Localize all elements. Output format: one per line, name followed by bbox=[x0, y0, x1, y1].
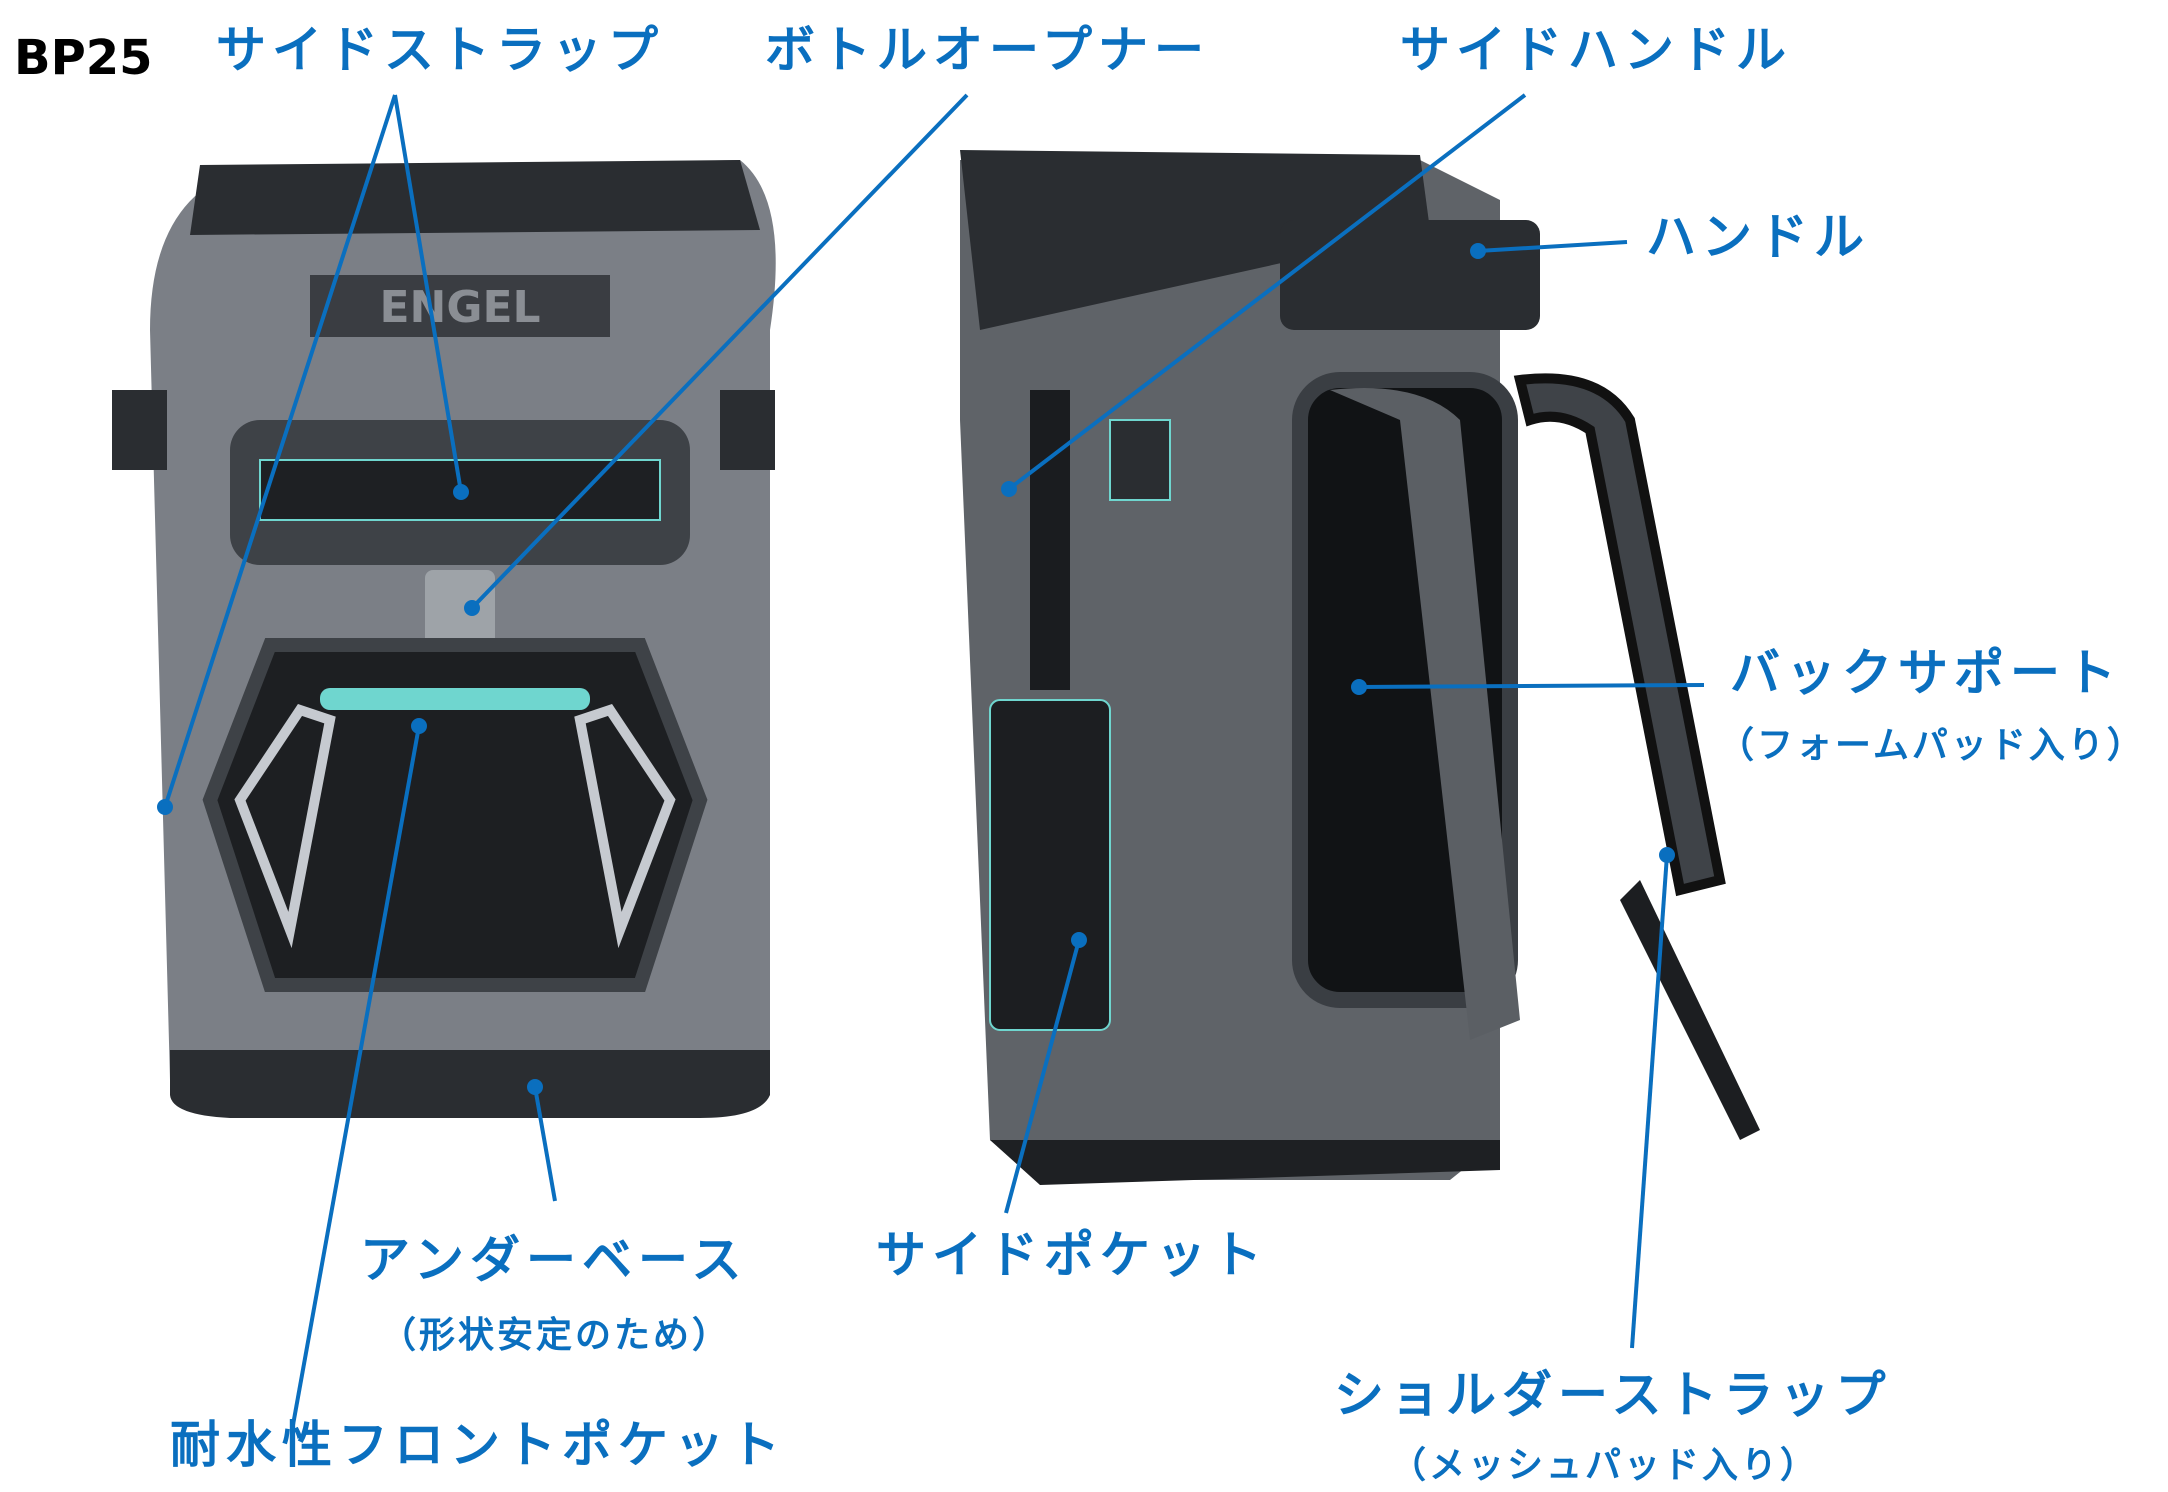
label-under-base-note: （形状安定のため） bbox=[380, 1315, 732, 1356]
label-back-support: バックサポート bbox=[1730, 644, 2122, 702]
label-under-base: アンダーベース bbox=[360, 1231, 748, 1289]
label-side-strap: サイドストラップ bbox=[216, 21, 664, 79]
leader-lines bbox=[157, 93, 1705, 1426]
label-side-handle: サイドハンドル bbox=[1400, 21, 1792, 79]
label-shoulder-strap: ショルダーストラップ bbox=[1334, 1366, 1892, 1424]
front-view-backpack: ENGEL bbox=[112, 160, 776, 1118]
brand-logo: ENGEL bbox=[379, 282, 540, 333]
back-view-backpack bbox=[960, 150, 1760, 1185]
label-handle: ハンドル bbox=[1646, 208, 1870, 266]
label-back-support-note: （フォームパッド入り） bbox=[1718, 725, 2146, 766]
label-shoulder-strap-note: （メッシュパッド入り） bbox=[1390, 1445, 1820, 1486]
label-bottle-opener: ボトルオープナー bbox=[765, 21, 1210, 79]
label-front-pocket: 耐水性フロントポケット bbox=[170, 1416, 786, 1474]
model-name: BP25 bbox=[14, 30, 153, 86]
label-side-pocket: サイドポケット bbox=[876, 1226, 1268, 1284]
